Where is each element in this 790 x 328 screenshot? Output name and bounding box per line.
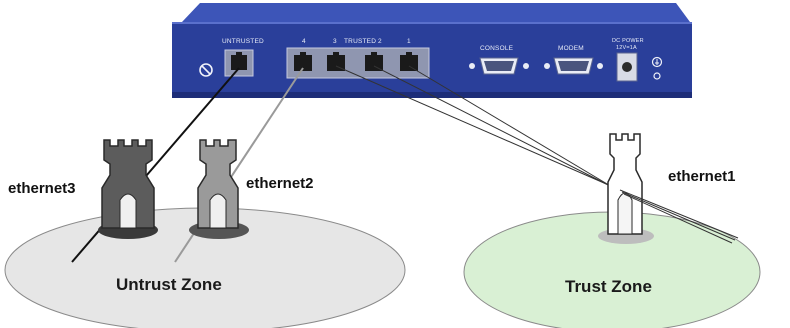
status-led	[653, 72, 661, 80]
trust-zone-label: Trust Zone	[565, 277, 652, 296]
cable-ethernet1-end-b	[621, 191, 736, 241]
untrust-zone-label: Untrust Zone	[116, 275, 222, 294]
device-top-panel	[182, 3, 690, 22]
ethernet-port-1[interactable]	[400, 52, 418, 71]
cable-ethernet1-b	[373, 65, 623, 193]
tower-ethernet3-icon	[98, 139, 158, 239]
untrusted-port[interactable]	[224, 49, 254, 77]
device-edge-highlight	[172, 22, 692, 24]
ground-icon	[651, 56, 663, 68]
cable-ethernet1-a	[335, 65, 621, 191]
dc-power-jack[interactable]	[616, 52, 638, 82]
tower-ethernet1-icon	[598, 133, 654, 244]
firewall-device: UNTRUSTED 4 3 TRUSTED 2 1 CONSOLE	[172, 3, 692, 98]
cable-ethernet1-end-a	[619, 189, 739, 239]
console-port[interactable]	[469, 57, 529, 75]
power-rating-label: 12V=1A	[616, 45, 637, 51]
console-port-label: CONSOLE	[480, 45, 514, 52]
port-number-2: 2	[378, 38, 382, 45]
modem-port[interactable]	[544, 57, 603, 75]
port-number-1: 1	[407, 38, 411, 45]
device-front-panel	[172, 22, 692, 94]
tower-ethernet2-icon	[189, 139, 249, 239]
ethernet-port-4[interactable]	[294, 52, 312, 71]
trusted-ports-label: TRUSTED	[344, 38, 376, 45]
ethernet-port-3[interactable]	[327, 52, 345, 71]
modem-port-label: MODEM	[558, 45, 584, 52]
ethernet2-label: ethernet2	[246, 175, 314, 192]
port-number-4: 4	[302, 38, 306, 45]
ethernet-port-2[interactable]	[365, 52, 383, 71]
cable-ethernet1-end-c	[623, 193, 733, 244]
ethernet1-label: ethernet1	[668, 168, 736, 185]
port-number-3: 3	[333, 38, 337, 45]
cable-ethernet1-c	[408, 65, 625, 195]
dc-power-label: DC POWER	[612, 38, 644, 44]
ethernet3-label: ethernet3	[8, 180, 76, 197]
untrusted-port-label: UNTRUSTED	[222, 38, 264, 45]
reset-icon[interactable]	[199, 63, 213, 77]
